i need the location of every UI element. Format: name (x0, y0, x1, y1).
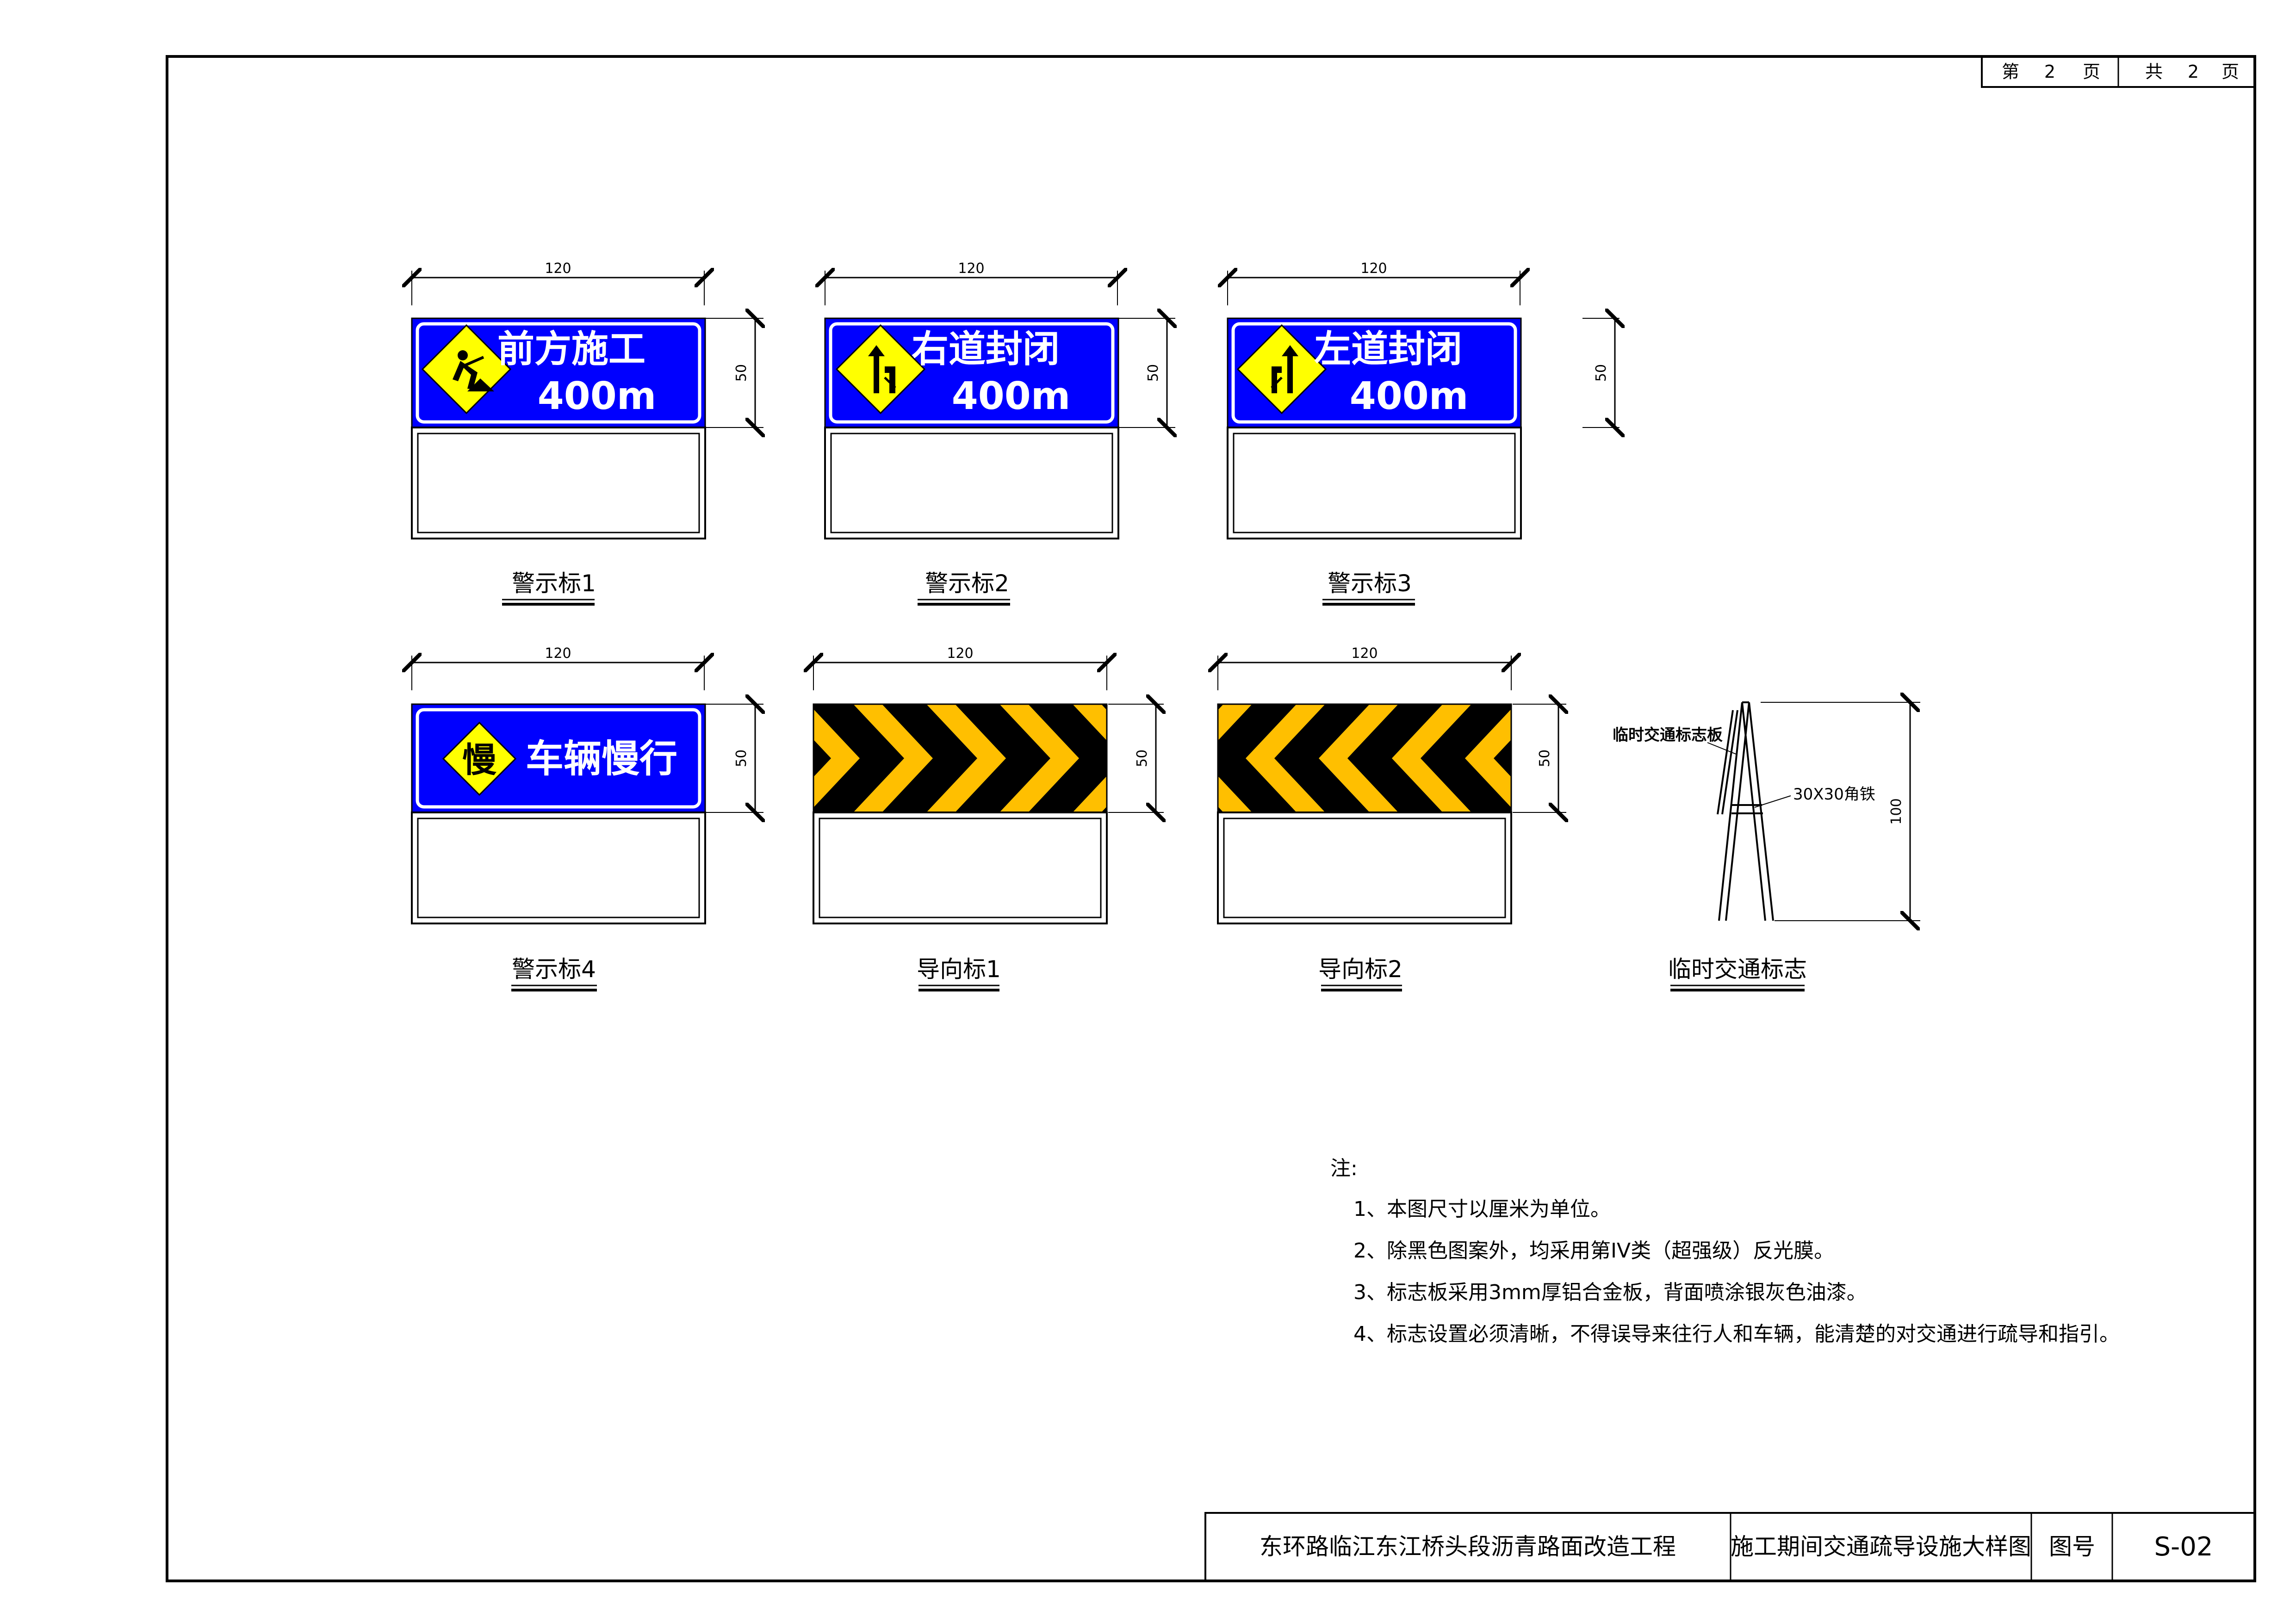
chevron-stripe (1246, 704, 1325, 812)
chevron-stripe (1319, 704, 1398, 812)
project-name: 东环路临江东江桥头段沥青路面改造工程 (1260, 1533, 1676, 1560)
dim-height-5: 50 (1134, 750, 1150, 767)
dim-width-5: 120 (947, 645, 973, 662)
warning-sign-3: 120 50 左道封闭 400m 警示标3 (1228, 260, 1620, 606)
warning-sign-1: 120 50 前方施工 400m 警示标1 (412, 260, 763, 606)
dim-height-6: 50 (1537, 750, 1553, 767)
chevron-stripe (813, 709, 860, 808)
right-lane-closed-icon (835, 324, 926, 415)
warning-sign-4: 120 50 慢 车辆慢行 警示标4 (412, 645, 763, 991)
notes-title: 注: (1330, 1157, 1358, 1180)
dim-width-1: 120 (545, 260, 571, 277)
dim-width-2: 120 (958, 260, 984, 277)
chevron-stripe (1465, 709, 1511, 808)
guide2-caption: 导向标2 (1318, 956, 1402, 983)
notes: 注: 1、本图尺寸以厘米为单位。 2、除黑色图案外，均采用第IV类（超强级）反光… (1330, 1157, 2120, 1346)
temporary-sign-stand: 临时交通标志板 30X30角铁 100 临时交通标志 (1613, 702, 1920, 991)
dim-height-2: 50 (1145, 364, 1161, 382)
page-total: 2 (2188, 62, 2199, 82)
note-1: 1、本图尺寸以厘米为单位。 (1353, 1197, 1611, 1221)
page-di: 第 (2002, 62, 2019, 82)
stand-caption: 临时交通标志 (1668, 956, 1807, 983)
sign3-line1: 左道封闭 (1314, 328, 1462, 371)
construction-worker-icon (421, 324, 512, 415)
dim-width-6: 120 (1351, 645, 1378, 662)
note-4: 4、标志设置必须清晰，不得误导来往行人和车辆，能清楚的对交通进行疏导和指引。 (1353, 1322, 2120, 1346)
drawing-no-label: 图号 (2049, 1533, 2095, 1560)
note-3: 3、标志板采用3mm厚铝合金板，背面喷涂银灰色油漆。 (1353, 1281, 1867, 1304)
chevron-stripe (853, 704, 933, 812)
chevrons-left-pattern (1218, 704, 1511, 812)
page-indicator: 第 2 页 共 2 页 (1981, 56, 2256, 88)
page-num: 2 (2044, 62, 2055, 82)
dim-height-1: 50 (733, 364, 750, 382)
drawing-title: 施工期间交通疏导设施大样图 (1731, 1533, 2031, 1560)
dim-height-3: 50 (1593, 364, 1609, 382)
page-ye2: 页 (2222, 62, 2239, 82)
sign2-line2: 400m (952, 374, 1071, 418)
sign2-line1: 右道封闭 (912, 328, 1060, 371)
slow-icon-text: 慢 (462, 740, 497, 780)
left-lane-closed-icon (1236, 324, 1327, 415)
guide-sign-1: 120 50 导向标1 (780, 645, 1164, 991)
chevron-stripe (926, 704, 1006, 812)
sign3-caption: 警示标3 (1328, 570, 1412, 597)
note-2: 2、除黑色图案外，均采用第IV类（超强级）反光膜。 (1353, 1239, 1834, 1263)
dim-height-4: 50 (733, 750, 750, 767)
warning-sign-2: 120 50 右道封闭 400m 警示标2 (825, 260, 1175, 606)
stand-label-board: 临时交通标志板 (1613, 726, 1723, 744)
slow-icon: 慢 (442, 721, 517, 796)
chevron-stripe (999, 704, 1079, 812)
title-block: 东环路临江东江桥头段沥青路面改造工程 施工期间交通疏导设施大样图 图号 S-02 (1204, 1512, 2256, 1582)
chevron-stripe (1073, 704, 1107, 812)
drawing-no: S-02 (2154, 1532, 2213, 1562)
sign4-caption: 警示标4 (512, 956, 596, 983)
dim-width-3: 120 (1360, 260, 1387, 277)
sign1-line2: 400m (538, 374, 657, 418)
guide-sign-2: 120 50 导向标2 (1173, 645, 1566, 991)
chevron-stripe (1218, 704, 1252, 812)
stand-label-angle: 30X30角铁 (1793, 785, 1875, 804)
sign2-caption: 警示标2 (925, 570, 1009, 597)
page-gong: 共 (2145, 62, 2163, 82)
guide1-caption: 导向标1 (917, 956, 1001, 983)
chevron-stripe (1392, 704, 1471, 812)
chevrons-right-pattern (813, 704, 1107, 812)
sign1-caption: 警示标1 (512, 570, 596, 597)
dim-stand-height: 100 (1888, 798, 1905, 824)
dim-width-4: 120 (545, 645, 571, 662)
sign3-line2: 400m (1350, 374, 1469, 418)
page-ye: 页 (2083, 62, 2100, 82)
sign1-line1: 前方施工 (497, 328, 645, 371)
sign4-text: 车辆慢行 (526, 737, 677, 781)
